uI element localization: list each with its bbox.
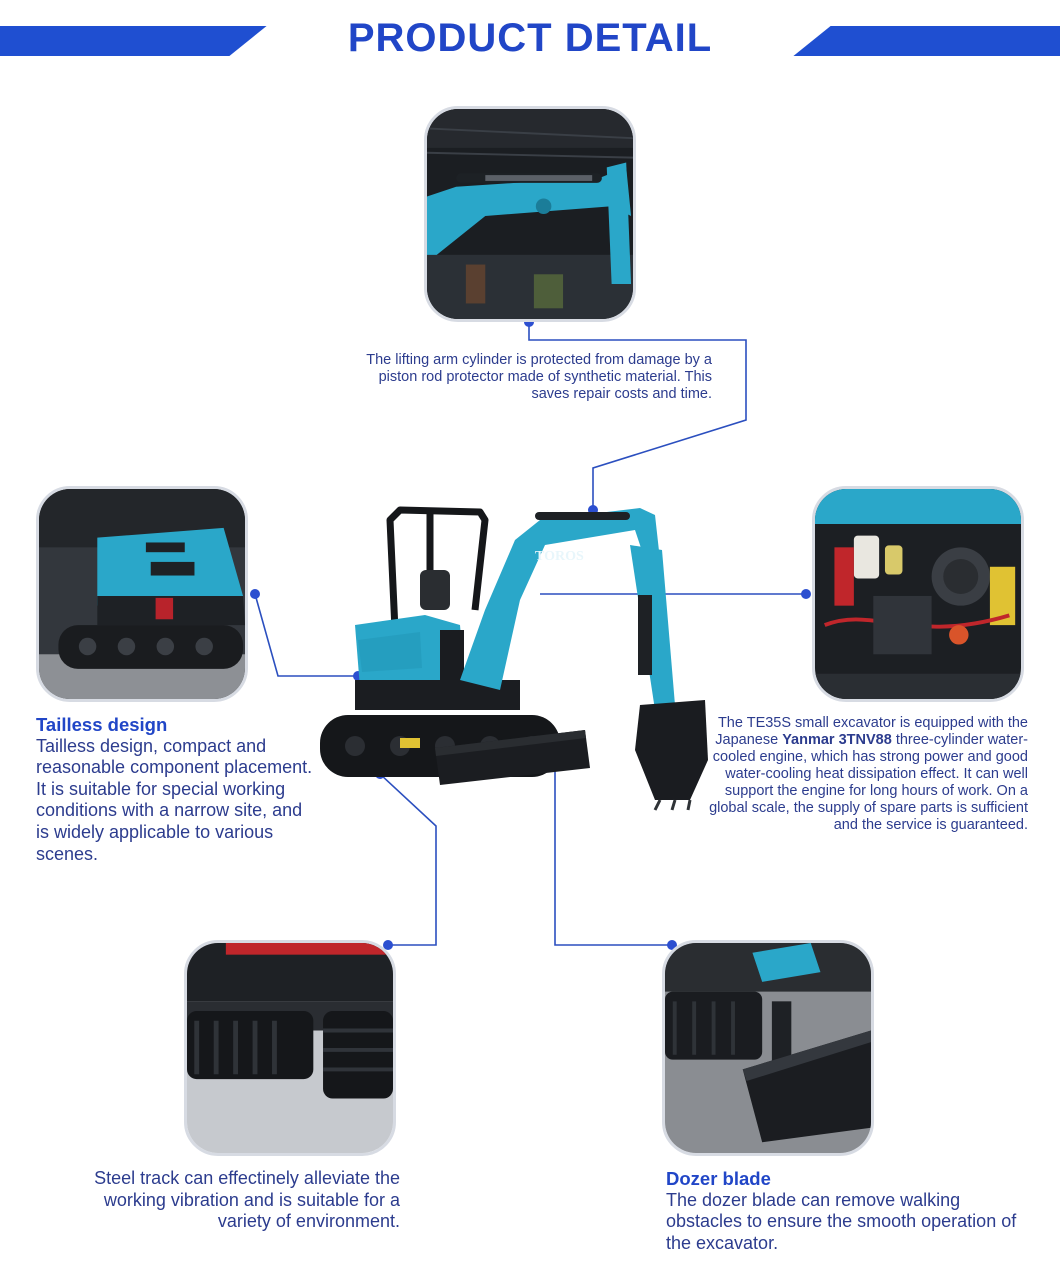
connector-dot bbox=[250, 589, 260, 599]
callout-tailless-title: Tailless design bbox=[36, 714, 168, 735]
header-bar-left bbox=[0, 26, 267, 56]
callout-tailless-text: Tailless design, compact and reasonable … bbox=[36, 735, 313, 864]
photo-lifting-arm bbox=[424, 106, 636, 322]
connector-dozer bbox=[554, 766, 672, 946]
callout-dozer: Dozer blade The dozer blade can remove w… bbox=[666, 1168, 1036, 1254]
excavator-illustration: TOROS bbox=[320, 506, 708, 811]
callout-engine-highlight: Yanmar 3TNV88 bbox=[782, 732, 892, 748]
callout-arm-text: The lifting arm cylinder is protected fr… bbox=[366, 352, 712, 402]
photo-tailless-design bbox=[36, 486, 248, 702]
connector-arm bbox=[528, 322, 747, 510]
callout-dozer-title: Dozer blade bbox=[666, 1168, 771, 1189]
callout-engine-text-part: The TE35S small excavator is equipped wi… bbox=[715, 715, 1028, 748]
connector-dot bbox=[383, 940, 393, 950]
photo-engine bbox=[812, 486, 1024, 702]
connector-track bbox=[379, 773, 437, 946]
photo-dozer-blade bbox=[662, 940, 874, 1156]
callout-track-text: Steel track can effectinely alleviate th… bbox=[94, 1168, 400, 1232]
callout-tailless: Tailless design Tailless design, compact… bbox=[36, 714, 316, 865]
callout-engine-text-part: three-cylinder water-cooled engine, whic… bbox=[709, 732, 1028, 833]
callout-dozer-text: The dozer blade can remove walking obsta… bbox=[666, 1189, 1017, 1253]
connector-tailless bbox=[254, 593, 358, 677]
brand-text: TOROS bbox=[535, 549, 584, 564]
callout-engine-text: The TE35S small excavator is equipped wi… bbox=[696, 715, 1028, 834]
photo-steel-track bbox=[184, 940, 396, 1156]
header-bar-right bbox=[793, 26, 1060, 56]
connector-dot bbox=[801, 589, 811, 599]
page-title: PRODUCT DETAIL bbox=[347, 16, 713, 60]
